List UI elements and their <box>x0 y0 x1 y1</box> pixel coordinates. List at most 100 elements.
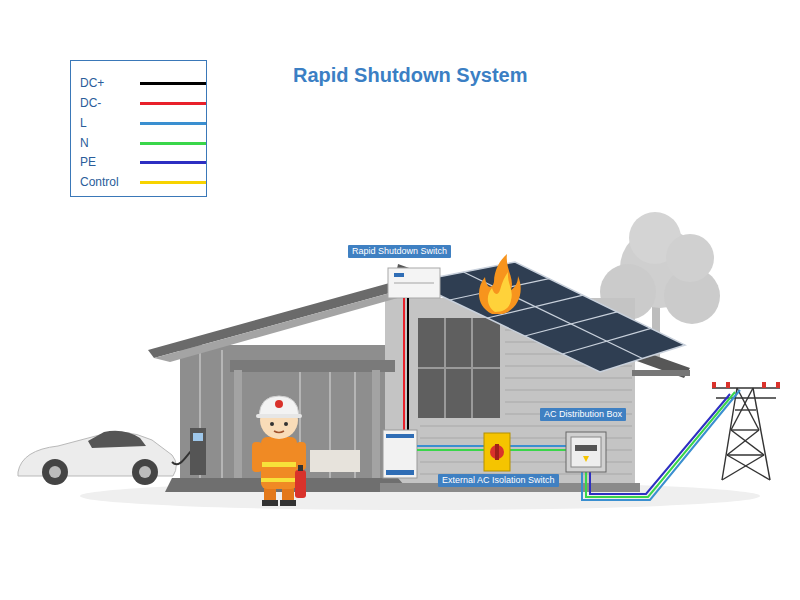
distribution-box <box>566 432 606 472</box>
house <box>148 264 690 492</box>
power-tower-part <box>753 388 770 480</box>
legend-swatch <box>140 181 206 184</box>
firefighter-part <box>280 500 296 506</box>
power-tower-part <box>737 388 759 430</box>
isolation-switch-part <box>490 445 504 459</box>
inverter-part <box>386 434 414 438</box>
car-part <box>132 459 158 485</box>
firefighter <box>252 396 306 506</box>
power-tower-part <box>731 429 759 430</box>
car-part <box>42 459 68 485</box>
solar-panels-part-part <box>525 312 617 336</box>
house-part-part <box>418 367 500 369</box>
house-part <box>234 370 242 480</box>
house-part <box>310 450 360 472</box>
flame-part <box>479 254 521 314</box>
isolation-switch <box>484 433 510 471</box>
firefighter-part <box>252 442 262 472</box>
callout-text: Rapid Shutdown Switch <box>352 246 447 256</box>
car-part <box>190 428 206 475</box>
power-tower-part <box>762 382 766 388</box>
legend-label: N <box>80 135 89 151</box>
legend-row: DC+ <box>80 75 200 91</box>
solar-panels-part <box>412 262 685 372</box>
firefighter-part <box>275 400 283 408</box>
callout-label: AC Distribution Box <box>540 408 626 421</box>
power-tower <box>712 382 780 480</box>
legend-label: L <box>80 115 87 131</box>
callout-label: Rapid Shutdown Switch <box>348 245 451 258</box>
car-part <box>88 431 146 448</box>
ac-wires-part <box>417 445 484 447</box>
power-tower-part <box>726 382 730 388</box>
power-tower-part <box>722 455 764 480</box>
firefighter-part <box>262 500 278 506</box>
diagram-title: Rapid Shutdown System <box>293 64 527 87</box>
power-tower-part <box>712 382 716 388</box>
house-part <box>418 318 500 418</box>
solar-panels-part-part <box>464 272 643 359</box>
legend-swatch <box>140 142 206 145</box>
callout-text: External AC Isolation Switch <box>442 475 555 485</box>
car <box>18 428 206 485</box>
power-tower-part <box>727 454 764 455</box>
power-tower-part <box>727 430 759 455</box>
power-tower-part <box>776 382 780 388</box>
callout-text: AC Distribution Box <box>544 409 622 419</box>
power-tower-part <box>712 387 780 388</box>
legend-label: DC- <box>80 95 101 111</box>
legend-row: N <box>80 135 200 151</box>
distribution-box-part <box>566 432 606 472</box>
house-part <box>230 360 395 372</box>
house-part-part <box>221 350 223 478</box>
legend-box: DC+DC-LNPEControl <box>70 60 207 197</box>
legend-row: DC- <box>80 95 200 111</box>
rapid-shutdown-device-part <box>394 273 404 277</box>
distribution-box-part <box>571 437 601 467</box>
tree-part <box>666 234 714 282</box>
dc-wires-part <box>403 298 405 430</box>
isolation-switch-part <box>495 444 499 460</box>
house-part <box>632 370 690 376</box>
legend-label: PE <box>80 154 96 170</box>
firefighter-part <box>296 442 306 470</box>
house-part-part <box>505 390 632 391</box>
house-part-part <box>420 426 632 427</box>
callout-label: External AC Isolation Switch <box>438 474 559 487</box>
distribution-box-part <box>575 445 597 451</box>
flame-part <box>488 272 512 312</box>
car-part <box>193 433 203 441</box>
inverter <box>383 430 417 478</box>
firefighter-part <box>261 478 297 482</box>
isolation-switch-part <box>484 433 510 471</box>
house-part-part <box>505 378 632 379</box>
firefighter-part <box>295 470 306 498</box>
firefighter-part <box>256 414 302 418</box>
legend-label: DC+ <box>80 75 104 91</box>
distribution-box-part <box>583 456 589 462</box>
legend-row: L <box>80 115 200 131</box>
dc-wires-part <box>407 298 409 430</box>
firefighter-part <box>284 422 288 426</box>
ac-wires-part <box>510 449 566 451</box>
rapid-shutdown-device-part <box>394 282 434 284</box>
legend-swatch <box>140 102 206 105</box>
inverter-part <box>386 470 414 475</box>
inverter-part <box>383 430 417 478</box>
house-part <box>154 283 426 362</box>
legend-swatch <box>140 122 206 125</box>
firefighter-part <box>261 462 297 467</box>
house-part <box>148 274 426 358</box>
solar-panels <box>412 262 685 372</box>
dc-wires <box>404 298 408 430</box>
firefighter-part <box>274 431 284 433</box>
car-part <box>139 466 151 478</box>
legend-row: PE <box>80 154 200 170</box>
legend-swatch <box>140 82 206 85</box>
power-tower-part <box>735 409 756 410</box>
flame <box>479 254 521 314</box>
rapid-shutdown-device-part <box>388 268 440 298</box>
solar-panels-part-part <box>562 328 651 354</box>
firefighter-part <box>298 465 303 471</box>
house-part <box>418 318 500 418</box>
